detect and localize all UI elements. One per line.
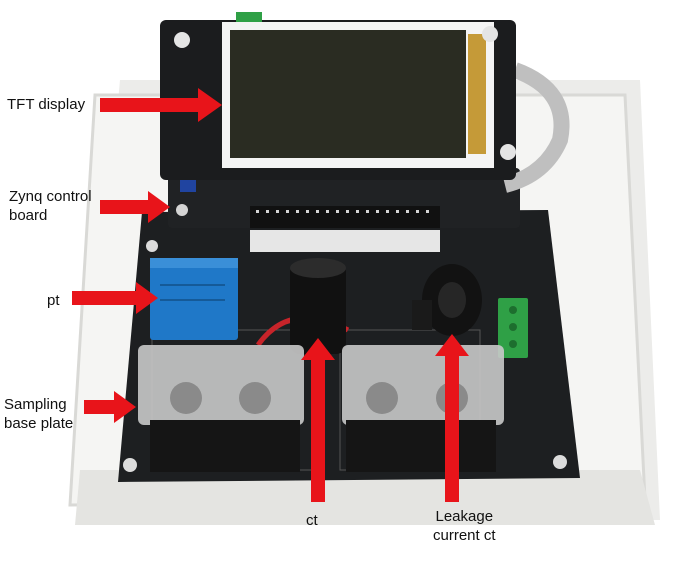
- label-sampling-base-plate: Sampling base plate: [4, 396, 74, 432]
- leakage-ct-sensor: [412, 264, 482, 336]
- arrow-tft-display: [100, 88, 222, 122]
- label-tft-display: TFT display: [7, 96, 86, 113]
- screw-terminals-left: [138, 345, 304, 472]
- screw-terminals-right: [342, 345, 504, 472]
- arrow-leakage-ct: [435, 334, 469, 502]
- pt-transformer: [150, 258, 238, 340]
- arrow-zynq-board: [100, 191, 170, 223]
- ct-sensor: [255, 258, 350, 354]
- green-terminal-block: [498, 298, 528, 358]
- label-ct: ct: [306, 512, 318, 529]
- label-zynq-control-board: Zynq control board: [9, 188, 92, 224]
- arrow-ct: [301, 338, 335, 502]
- tft-display: [160, 12, 516, 180]
- ribbon-cable: [502, 62, 570, 193]
- arrow-sampling-plate: [84, 391, 136, 423]
- zynq-control-board: [168, 168, 520, 252]
- arrow-pt: [72, 282, 158, 314]
- label-leakage-current-ct: Leakage current ct: [433, 508, 496, 544]
- label-pt: pt: [47, 292, 60, 309]
